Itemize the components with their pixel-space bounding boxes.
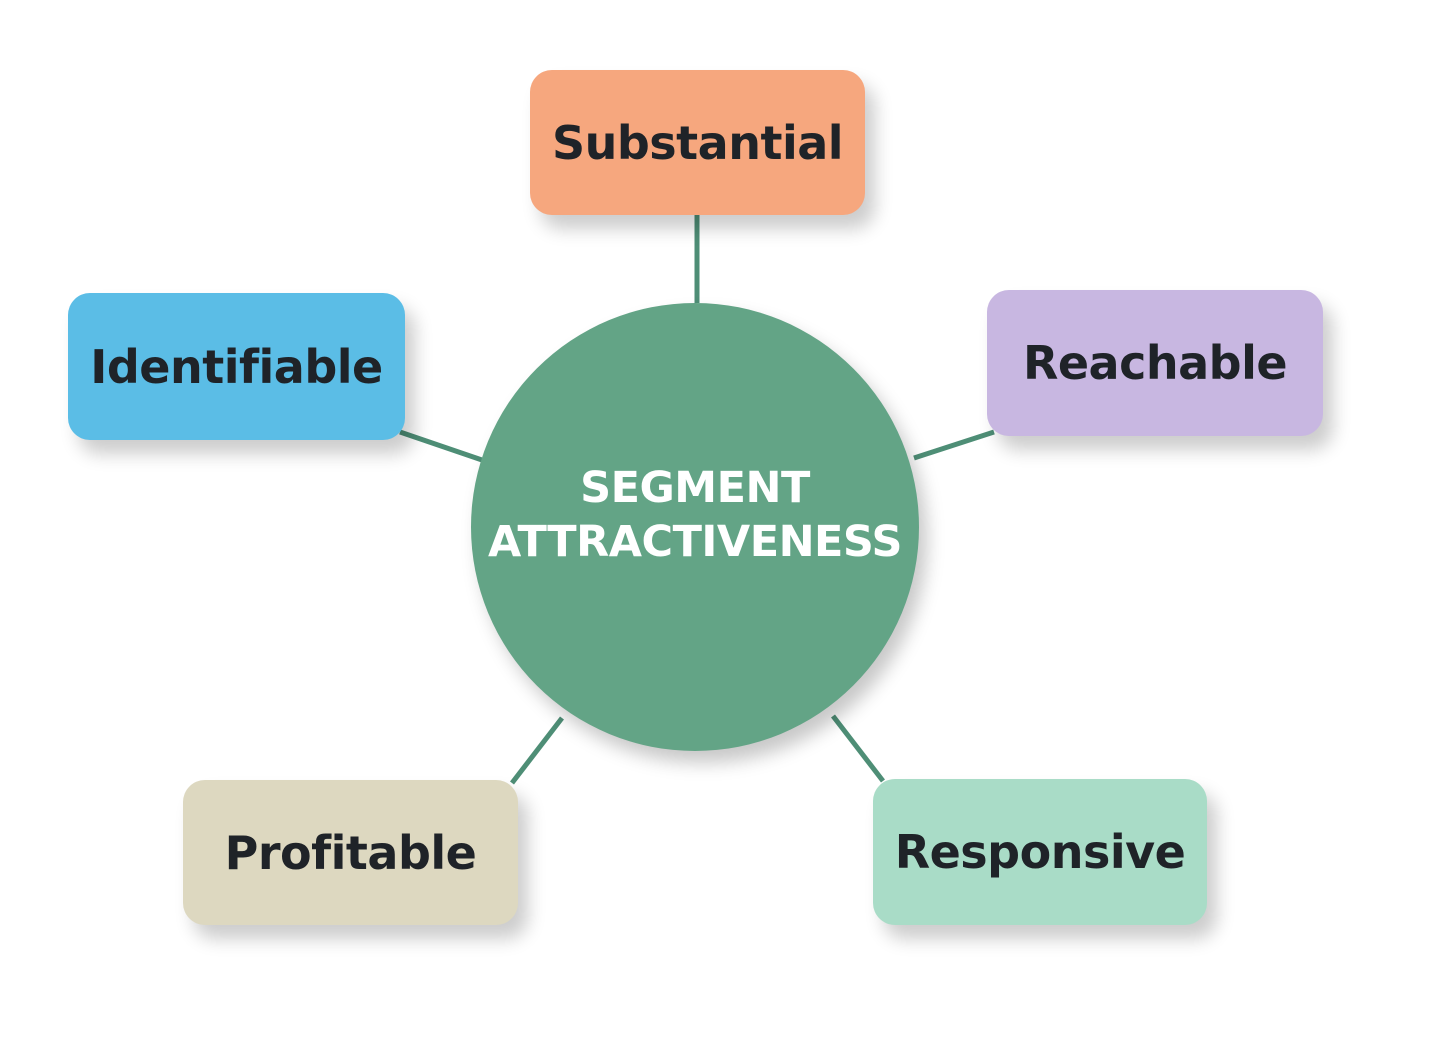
- center-circle: SEGMENT ATTRACTIVENESS: [471, 303, 919, 751]
- node-substantial: Substantial: [530, 70, 865, 215]
- connector-profitable: [510, 716, 564, 785]
- node-label-reachable: Reachable: [1022, 336, 1288, 390]
- connector-responsive: [831, 714, 885, 783]
- node-profitable: Profitable: [183, 780, 518, 925]
- node-label-responsive: Responsive: [894, 825, 1186, 879]
- node-reachable: Reachable: [987, 290, 1323, 436]
- node-label-identifiable: Identifiable: [90, 339, 383, 394]
- node-responsive: Responsive: [873, 779, 1207, 925]
- connector-reachable: [913, 429, 995, 461]
- connector-identifiable: [399, 429, 483, 463]
- node-identifiable: Identifiable: [68, 293, 405, 440]
- center-label: SEGMENT ATTRACTIVENESS: [488, 463, 902, 567]
- node-label-profitable: Profitable: [224, 825, 477, 880]
- node-label-substantial: Substantial: [551, 115, 844, 170]
